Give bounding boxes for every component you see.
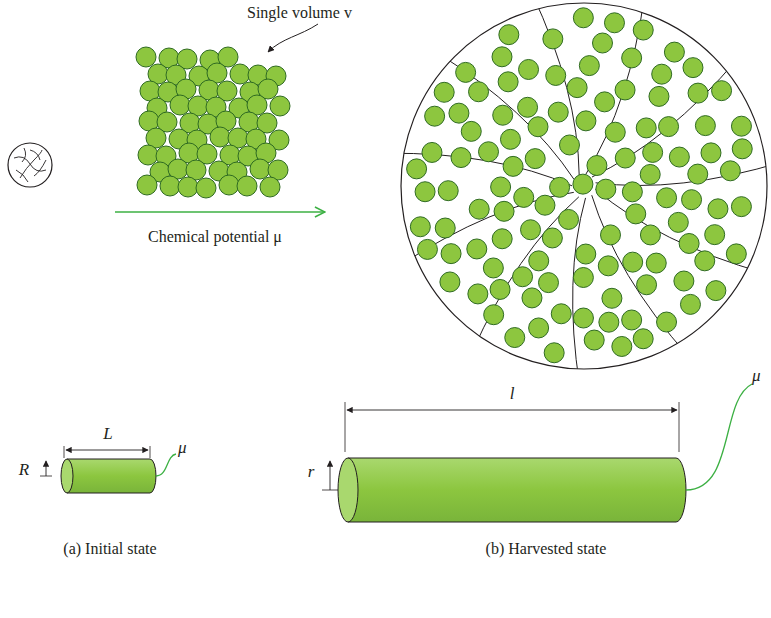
dimension-label: r xyxy=(308,462,315,482)
solvent-cluster xyxy=(136,47,290,198)
dimension-label: l xyxy=(510,384,515,404)
harvested-cylinder xyxy=(322,384,752,522)
caption-label: (a) Initial state xyxy=(63,540,156,558)
potential-arrow xyxy=(115,211,325,212)
potential-symbol: μ xyxy=(178,438,187,458)
leader-line xyxy=(268,24,318,52)
dimension-label: R xyxy=(19,460,29,480)
dimension-label: L xyxy=(103,424,112,444)
potential-symbol: μ xyxy=(752,366,761,386)
swollen-polymer xyxy=(387,0,771,386)
initial-cylinder xyxy=(40,446,176,493)
arrow-label: Chemical potential μ xyxy=(148,228,282,246)
dry-polymer xyxy=(8,143,52,187)
callout-label: Single volume v xyxy=(247,4,352,22)
caption-label: (b) Harvested state xyxy=(486,540,607,558)
